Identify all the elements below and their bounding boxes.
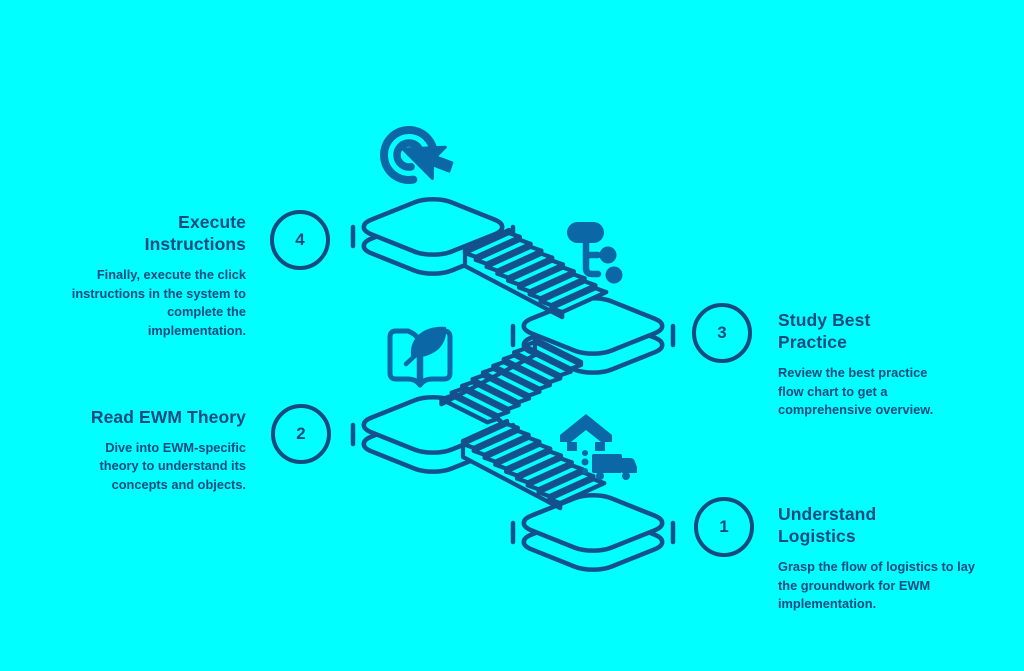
step-3: Study Best Practice Review the best prac… xyxy=(778,310,988,420)
step-title: Study Best Practice xyxy=(778,310,871,352)
step-number: 1 xyxy=(719,517,729,536)
step-description: Review the best practice flow chart to g… xyxy=(778,365,934,417)
click-cursor-icon xyxy=(380,126,454,184)
step-description: Grasp the flow of logistics to lay the g… xyxy=(778,559,975,611)
step-number: 2 xyxy=(296,424,306,443)
step-description: Dive into EWM-specific theory to underst… xyxy=(99,439,246,492)
step-number-badge: 1 xyxy=(694,497,754,557)
step-number: 3 xyxy=(717,323,727,342)
step-2: Read EWM Theory Dive into EWM-specific t… xyxy=(36,407,246,494)
step-1: Understand Logistics Grasp the flow of l… xyxy=(778,504,993,614)
step-title: Understand Logistics xyxy=(778,504,877,546)
step-title: Read EWM Theory xyxy=(90,407,246,427)
warehouse-truck-icon xyxy=(560,414,637,480)
step-number: 4 xyxy=(295,230,305,249)
platform-step-4 xyxy=(350,195,516,278)
flowchart-icon xyxy=(567,222,623,284)
book-leaf-icon xyxy=(387,326,453,388)
step-4: Execute Instructions Finally, execute th… xyxy=(36,212,246,340)
step-description: Finally, execute the click instructions … xyxy=(71,267,246,338)
staircases xyxy=(439,227,609,511)
step-number-badge: 2 xyxy=(271,404,331,464)
step-number-badge: 3 xyxy=(692,303,752,363)
step-title: Execute Instructions xyxy=(144,212,246,254)
step-number-badge: 4 xyxy=(270,210,330,270)
platform-step-1 xyxy=(510,491,676,574)
